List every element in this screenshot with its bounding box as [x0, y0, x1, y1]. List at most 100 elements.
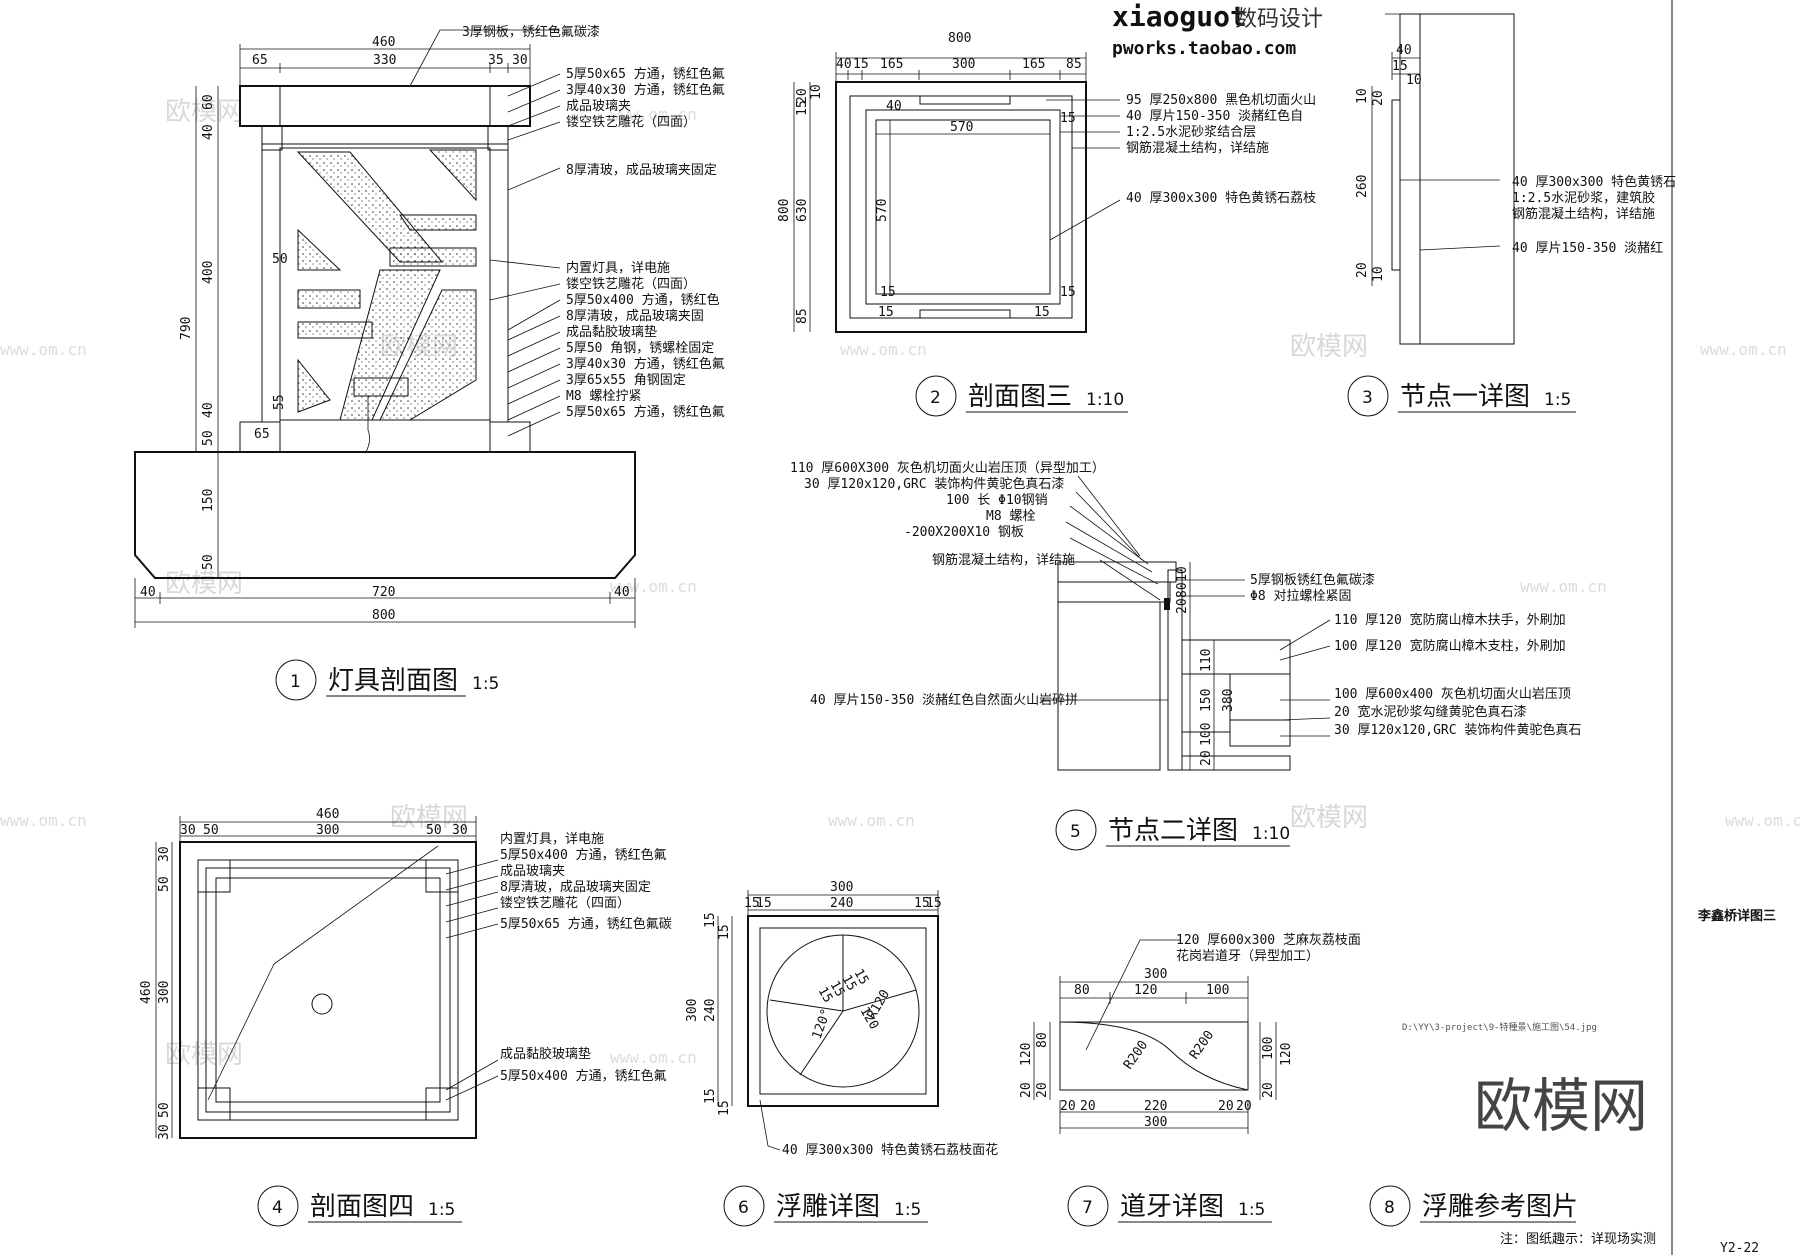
- dim: 15: [880, 285, 896, 300]
- label: 镂空铁艺雕花（四面）: [566, 276, 696, 292]
- dim: 65: [252, 53, 268, 68]
- label: 镂空铁艺雕花（四面）: [566, 114, 696, 130]
- d7-labels: 120 厚600x300 芝麻灰荔枝面 花岗岩道牙（异型加工）: [1176, 932, 1361, 964]
- dim: 330: [373, 53, 396, 68]
- label: 内置灯具，详电施: [500, 831, 604, 847]
- d2-labels: 95 厚250x800 黑色机切面火山 40 厚片150-350 淡赭红色自 1…: [1126, 92, 1316, 206]
- detail-4-section-four: 460 30 50 300 50 30 30 50 460 300 50 30 …: [139, 807, 672, 1140]
- label: 5厚50x400 方通，锈红色氟: [500, 1068, 667, 1084]
- dim: 20: [1199, 750, 1214, 766]
- dim: 30: [452, 823, 468, 838]
- label: 40 厚300x300 特色黄锈石荔枝: [1126, 190, 1316, 206]
- label: 5厚50x65 方通，锈红色氟: [566, 66, 725, 82]
- post-left: [261, 149, 281, 423]
- watermark-url: www.om.cn: [1725, 811, 1800, 830]
- dim: 20: [1236, 1099, 1252, 1114]
- dim: 165: [1022, 57, 1045, 72]
- dim: 20: [1035, 1082, 1050, 1098]
- label: 钢筋混凝土结构，详结施: [932, 552, 1075, 568]
- dim: 300: [830, 880, 853, 895]
- label: 5厚50x65 方通，锈红色氟碳: [500, 916, 672, 932]
- svg-text:剖面图三: 剖面图三: [968, 382, 1072, 412]
- d5-dimensions: 10 80 20 110 150 380 100 20: [1175, 566, 1236, 766]
- dim: 20: [1261, 1082, 1276, 1098]
- svg-text:1:5: 1:5: [1544, 390, 1571, 410]
- dim: 300: [685, 999, 700, 1022]
- dim: 15: [744, 896, 760, 911]
- dim: 240: [703, 999, 718, 1022]
- detail-6-relief: 300 15 15 240 15 15 15 15 300 240 15 15 …: [685, 880, 998, 1158]
- dim: 50: [426, 823, 442, 838]
- dim: 570: [875, 199, 890, 222]
- label: 100 长 Φ10钢销: [946, 493, 1048, 508]
- dim: 15: [756, 896, 772, 911]
- label: 5厚50x400 方通，锈红色氟: [500, 847, 667, 863]
- label: 3厚钢板，锈红色氟碳漆: [462, 24, 600, 40]
- dim: 800: [948, 31, 971, 46]
- dim: 15: [1034, 305, 1050, 320]
- svg-text:1:5: 1:5: [472, 674, 499, 694]
- dim: 300: [952, 57, 975, 72]
- watermark-text: 欧模网: [1290, 803, 1368, 833]
- dim: 15: [703, 1088, 718, 1104]
- watermark-url: www.om.cn: [1700, 340, 1787, 359]
- dim: 10: [1371, 266, 1386, 282]
- dim: 85: [795, 308, 810, 324]
- dim: 10: [1355, 88, 1370, 104]
- d1-dimensions: 460 65 330 35 30 60 40 400 790 40 50 150…: [140, 35, 630, 623]
- dim: 15: [703, 912, 718, 928]
- svg-text:道牙详图: 道牙详图: [1120, 1192, 1224, 1222]
- label: 5厚50 角钢，锈螺栓固定: [566, 341, 714, 356]
- label: M8 螺栓拧紧: [566, 389, 641, 404]
- lamp-cap: [239, 85, 531, 127]
- label: 钢筋混凝土结构，详结施: [1126, 140, 1269, 156]
- dim: 10: [1175, 566, 1190, 582]
- dim: R200: [1121, 1038, 1151, 1072]
- label: 100 厚120 宽防腐山樟木支柱，外刷加: [1334, 638, 1566, 654]
- d3-dimensions: 40 15 10 10 20 260 20 10: [1355, 43, 1422, 282]
- dim: 40: [886, 99, 902, 114]
- label: 1:2.5水泥砂浆，建筑胶: [1512, 190, 1655, 206]
- sheet-frame: 李鑫桥详图三 D:\YY\3-project\9-特種景\施工图\54.jpg …: [1402, 0, 1776, 1256]
- svg-text:节点二详图: 节点二详图: [1108, 816, 1238, 846]
- dim: 570: [950, 120, 973, 135]
- dim: 80: [1035, 1032, 1050, 1048]
- dim: 30: [512, 53, 528, 68]
- d2-dimensions: 800 40 15 165 300 165 85 20 15 10 800 63…: [777, 31, 1082, 324]
- d4-labels: 内置灯具，详电施 5厚50x400 方通，锈红色氟 成品玻璃夹 8厚清玻，成品玻…: [500, 831, 672, 1084]
- watermark-url: www.om.cn: [610, 577, 697, 596]
- sheet-note: 注：图纸趣示：详现场实测: [1500, 1232, 1656, 1247]
- dim: 50: [157, 876, 172, 892]
- detail-2-section-three: 800 40 15 165 300 165 85 20 15 10 800 63…: [777, 31, 1316, 333]
- title-3: 3 节点一详图 1:5: [1347, 375, 1576, 417]
- dim: 15: [717, 924, 732, 940]
- svg-text:5: 5: [1070, 822, 1081, 842]
- dim: 50: [203, 823, 219, 838]
- dim: 15: [1060, 111, 1076, 126]
- label: Φ8 对拉螺栓紧固: [1250, 589, 1351, 604]
- svg-text:7: 7: [1082, 1198, 1093, 1218]
- label: 3厚40x30 方通，锈红色氟: [566, 82, 725, 98]
- label: 花岗岩道牙（异型加工）: [1176, 948, 1319, 964]
- light-fixture: [353, 377, 409, 397]
- label: 110 厚600X300 灰色机切面火山岩压顶（异型加工）: [790, 460, 1105, 476]
- dim: 10: [809, 84, 824, 100]
- svg-text:浮雕参考图片: 浮雕参考图片: [1422, 1192, 1578, 1222]
- label: 成品玻璃夹: [566, 99, 631, 114]
- dim: 800: [777, 199, 792, 222]
- dim: 15: [815, 985, 836, 1006]
- svg-text:浮雕详图: 浮雕详图: [776, 1192, 880, 1222]
- svg-text:1:5: 1:5: [894, 1200, 921, 1220]
- dim: 120: [1134, 983, 1157, 998]
- d4-dimensions: 460 30 50 300 50 30 30 50 460 300 50 30: [139, 807, 468, 1140]
- label: 8厚清玻，成品玻璃夹固定: [566, 163, 717, 178]
- dim: 40: [614, 585, 630, 600]
- svg-text:4: 4: [272, 1198, 283, 1218]
- dim: 400: [201, 261, 216, 284]
- dim: 15: [926, 896, 942, 911]
- label: 8厚清玻，成品玻璃夹固定: [500, 880, 651, 895]
- dim: 460: [139, 981, 154, 1004]
- dim: 460: [316, 807, 339, 822]
- watermark-text: 欧模网: [165, 97, 243, 127]
